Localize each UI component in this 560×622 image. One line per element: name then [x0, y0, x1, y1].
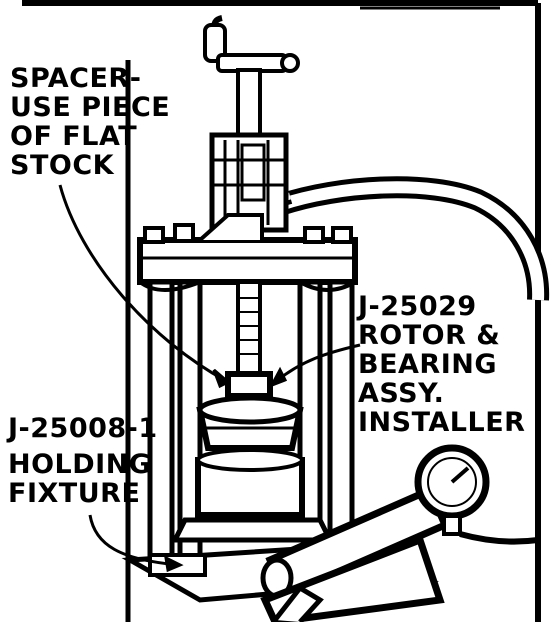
fixture-name-line: FIXTURE: [8, 478, 141, 509]
installer-callout-line: J-25029: [358, 291, 477, 322]
threaded-rod: [236, 280, 262, 379]
installer-arrowhead: [268, 366, 288, 388]
spacer-callout-line: OF FLAT: [10, 121, 138, 152]
spacer-callout-line: STOCK: [10, 150, 115, 181]
installer-callout-line: INSTALLER: [358, 407, 526, 438]
installer-callout: J-25029 ROTOR & BEARING ASSY. INSTALLER: [358, 292, 525, 437]
fixture-leader: [88, 514, 181, 567]
spacer-leader: [58, 184, 229, 384]
pressure-gauge-icon: [414, 444, 539, 545]
callout-leaders: [58, 184, 361, 573]
spacer-arrowhead: [212, 368, 231, 389]
spacer-block: [225, 371, 273, 399]
installer-callout-line: BEARING: [358, 349, 498, 380]
picture-frame: [22, 0, 541, 622]
spacer-callout: SPACER- USE PIECE OF FLAT STOCK: [10, 64, 170, 180]
crossbar: [137, 213, 358, 285]
installer-callout-line: ROTOR &: [358, 320, 501, 351]
fixture-name-callout: HOLDING FIXTURE: [8, 450, 151, 508]
spacer-callout-line: USE PIECE: [10, 92, 171, 123]
installer-callout-line: ASSY.: [358, 378, 445, 409]
fixture-arrowhead: [164, 555, 184, 573]
holding-fixture-body: [170, 448, 335, 543]
fixture-name-line: HOLDING: [8, 449, 152, 480]
spacer-callout-line: SPACER-: [10, 63, 142, 94]
fixture-number-callout: J-25008-1: [8, 413, 158, 444]
t-handle: [203, 15, 300, 142]
installer-cup: [196, 395, 304, 451]
